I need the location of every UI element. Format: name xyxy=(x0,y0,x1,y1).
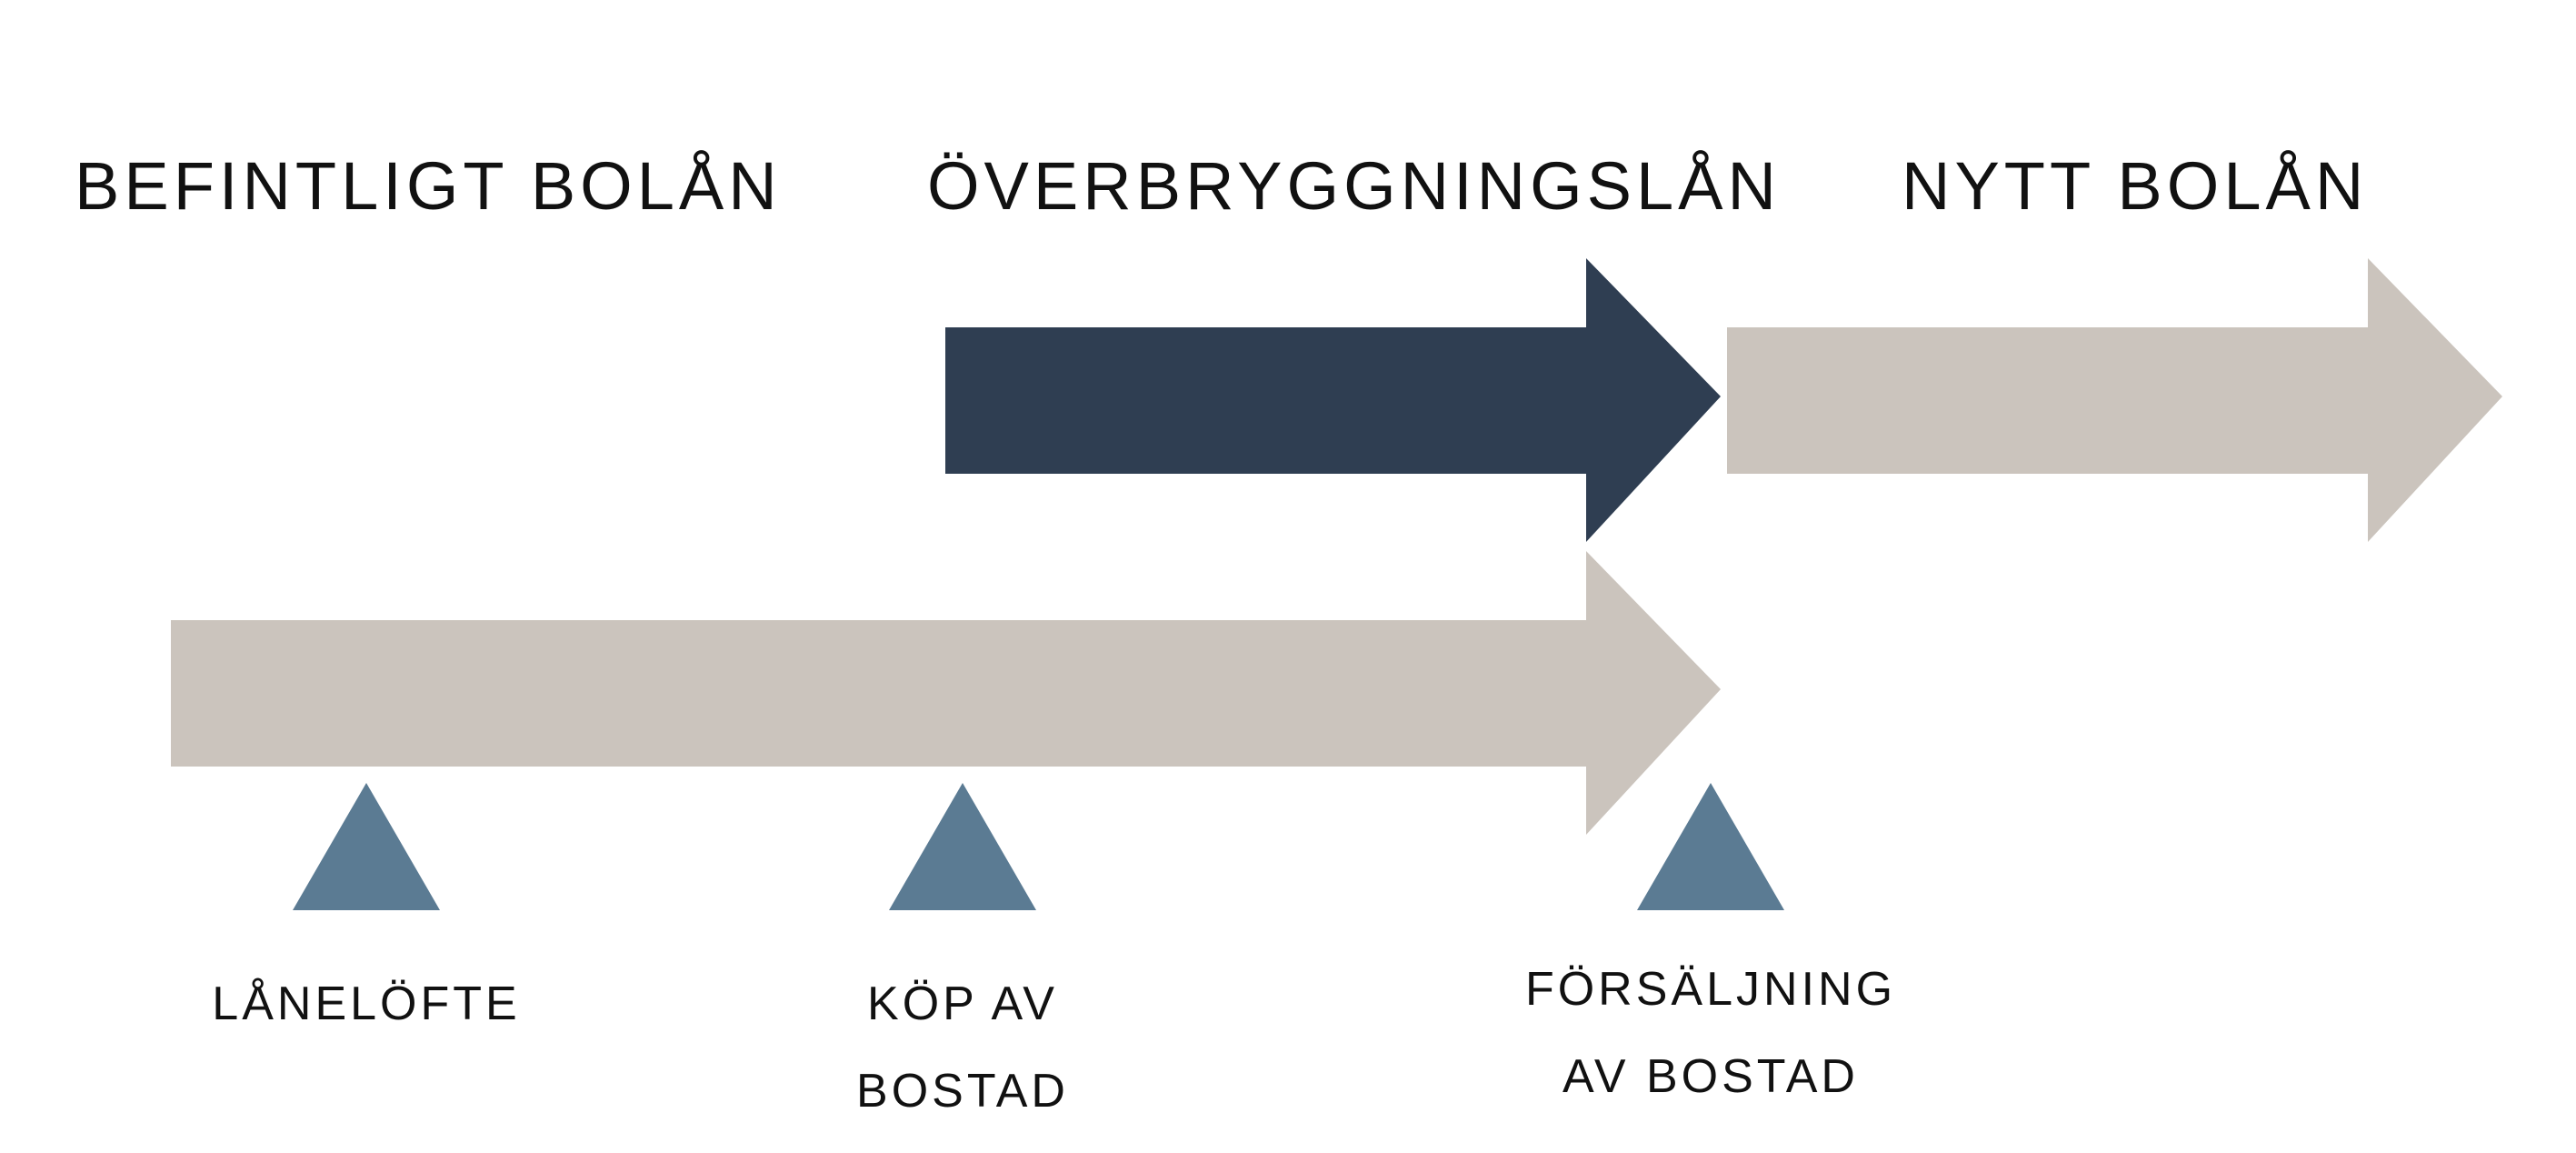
phase-title-existing-loan: BEFINTLIGT BOLÅN xyxy=(75,148,782,224)
new-loan-arrow xyxy=(1727,258,2502,542)
milestone-label-line: BOSTAD xyxy=(856,1065,1069,1118)
milestone-label-line: LÅNELÖFTE xyxy=(212,978,521,1030)
milestone-marker-loan-promise xyxy=(293,783,440,910)
milestone-label-sale: FÖRSÄLJNING AV BOSTAD xyxy=(1525,946,1896,1120)
existing-loan-arrow xyxy=(171,551,1721,835)
milestone-label-line: KÖP AV xyxy=(867,978,1058,1030)
phase-title-bridge-loan: ÖVERBRYGGNINGSLÅN xyxy=(927,148,1781,224)
milestone-marker-purchase xyxy=(889,783,1036,910)
milestone-marker-sale xyxy=(1637,783,1784,910)
phase-title-new-loan: NYTT BOLÅN xyxy=(1902,148,2369,224)
milestone-label-purchase: KÖP AV BOSTAD xyxy=(856,960,1069,1135)
bridge-loan-arrow xyxy=(945,258,1721,542)
milestone-label-loan-promise: LÅNELÖFTE xyxy=(212,960,520,1048)
milestone-label-line: AV BOSTAD xyxy=(1563,1050,1859,1103)
milestone-label-line: FÖRSÄLJNING xyxy=(1524,963,1897,1016)
